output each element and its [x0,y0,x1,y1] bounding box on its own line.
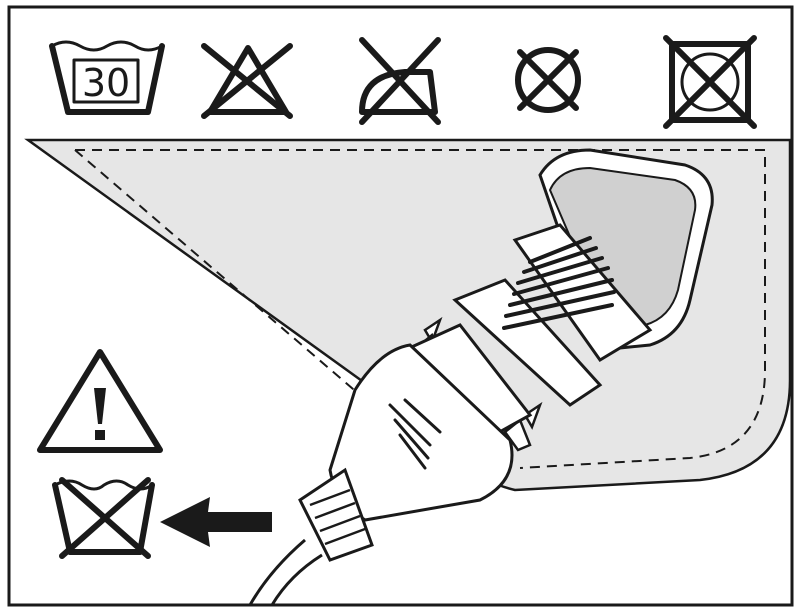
no-dry-cleaning-icon [515,47,581,113]
power-cable [247,538,323,607]
no-ironing-icon [359,37,441,125]
socket-window [548,166,697,332]
care-symbols-row: 30 [49,35,757,129]
no-tumble-dry-icon [663,35,757,129]
plug-connector [247,316,543,607]
no-bleach-icon [201,43,293,119]
wash-30-icon: 30 [49,40,165,115]
wash-temperature: 30 [82,61,130,105]
stitch-line [75,149,766,469]
warning-triangle-icon [37,349,163,453]
arrow-left-icon [160,497,272,547]
no-washing-icon [52,477,155,559]
pad-socket [452,148,714,407]
cable-strain-relief [298,467,374,562]
